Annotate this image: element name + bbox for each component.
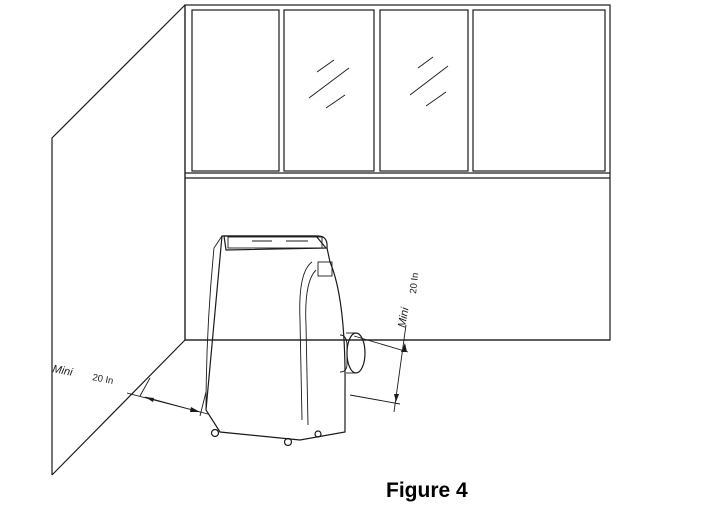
air-conditioner-unit [205, 235, 366, 447]
back-wall-window [184, 4, 611, 341]
clearance-left-label-mini: Mini [51, 363, 74, 379]
figure-caption: Figure 4 [386, 479, 468, 502]
clearance-back-label-value: 20 In [408, 272, 421, 294]
clearance-back-dimension: Mini 20 In [349, 272, 421, 413]
left-wall [51, 4, 186, 476]
clearance-left-dimension: Mini 20 In [51, 363, 209, 417]
clearance-left-label-value: 20 In [91, 372, 114, 387]
clearance-back-label-mini: Mini [396, 306, 411, 328]
